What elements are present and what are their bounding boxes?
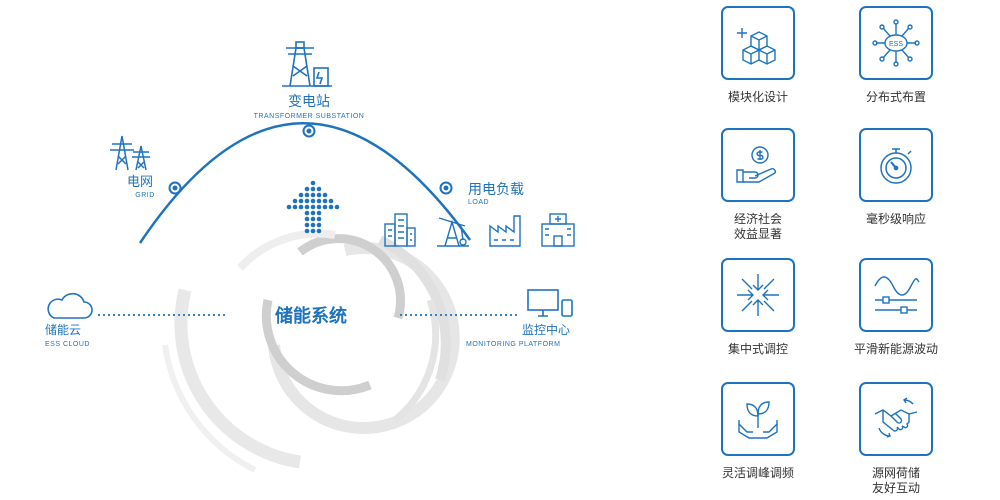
handshake-icon [874,397,918,438]
arrow-dot [310,222,316,228]
arrow-dot [292,204,298,210]
grid-label-en: GRID [135,192,155,199]
arrow-dot [304,186,310,192]
center-label: 储能系统 [274,305,347,327]
arrow-dot [298,192,304,198]
arrow-dot [286,204,292,210]
arrow-dot [310,186,316,192]
arrow-dot [304,228,310,234]
feature-tile-box [859,128,933,202]
feature-tile-distributed[interactable]: ESS 分布式布置 [831,6,961,105]
arrow-dot [304,210,310,216]
arrow-dot [310,228,316,234]
factory-icon [489,215,521,247]
feature-label: 分布式布置 [865,90,926,104]
feature-tile-box [721,258,795,332]
arrow-dot [298,204,304,210]
energy-storage-diagram: 变电站 TRANSFORMER SUBSTATION 电网 GRID 用电负载 … [45,41,575,473]
feature-label: 平滑新能源波动 [853,342,938,356]
arrow-dot [310,180,316,186]
arrow-dot [304,222,310,228]
arrow-dot [316,210,322,216]
arrow-dot [310,198,316,204]
stopwatch-icon [880,148,912,184]
arrow-dot [298,198,304,204]
arrow-dot [322,192,328,198]
arc-node-load[interactable] [439,181,453,195]
centralized-arrows-icon [737,274,779,316]
feature-tile-peak-shaving[interactable]: 灵活调峰调频 [693,382,823,481]
load-label-zh: 用电负载 [468,182,524,198]
modular-cubes-icon [737,28,776,65]
arrow-dot [316,198,322,204]
feature-tile-box [721,6,795,80]
arrow-dot [316,222,322,228]
arrow-dot [322,198,328,204]
monitor-label-zh: 监控中心 [522,322,570,337]
feature-tile-modular[interactable]: 模块化设计 [693,6,823,105]
dotted-up-arrow-icon [286,180,340,234]
feature-label: 模块化设计 [727,90,788,104]
substation-label-en: TRANSFORMER SUBSTATION [254,113,365,120]
cloud-label-zh: 储能云 [45,322,81,337]
city-buildings-icon [384,213,416,247]
arrow-dot [322,204,328,210]
cloud-icon [47,292,93,319]
feature-tile-centralized[interactable]: 集中式调控 [693,258,823,357]
feature-tile-box [721,382,795,456]
wave-slider-icon [874,276,920,314]
arrow-dot [310,192,316,198]
concentric-rings [162,229,460,473]
feature-label: 经济社会效益显著 [733,212,782,241]
distributed-ess-icon: ESS [872,19,920,67]
grid-label-zh: 电网 [127,175,153,190]
substation-label-zh: 变电站 [288,94,330,110]
arrow-dot [316,192,322,198]
oil-pump-icon [437,217,469,247]
arrow-dot [304,192,310,198]
feature-tile-box [721,128,795,202]
feature-tile-economic[interactable]: 经济社会效益显著 [693,128,823,242]
arrow-dot [334,204,340,210]
arrow-dot [328,204,334,210]
arrow-dot [304,204,310,210]
arrow-dot [310,216,316,222]
hospital-icon [541,213,575,247]
monitor-phone-icon [527,289,573,317]
money-hand-icon [736,146,776,183]
load-label-en: LOAD [468,199,489,206]
arrow-dot [304,216,310,222]
feature-label: 灵活调峰调频 [721,466,794,480]
arrow-dot [316,228,322,234]
feature-tile-millisecond[interactable]: 毫秒级响应 [831,128,961,227]
arc-node-substation[interactable] [302,124,316,138]
feature-tile-box [859,258,933,332]
arrow-dot [310,210,316,216]
cloud-label-en: ESS CLOUD [45,341,90,348]
feature-label: 源网荷储友好互动 [871,466,920,495]
feature-label: 集中式调控 [727,342,788,356]
feature-label: 毫秒级响应 [865,212,926,226]
arrow-dot [316,186,322,192]
arc-node-grid[interactable] [168,181,182,195]
arrow-dot [310,204,316,210]
svg-text:ESS: ESS [889,41,903,48]
feature-tile-box: ESS [859,6,933,80]
monitor-label-en: MONITORING PLATFORM [466,341,560,348]
arrow-dot [316,204,322,210]
power-pylon-icon [110,135,150,171]
arrow-dot [316,216,322,222]
arrow-dot [304,198,310,204]
connection-arc [138,122,472,244]
arrow-dot [328,198,334,204]
feature-tile-interaction[interactable]: 源网荷储友好互动 [831,382,961,496]
feature-tile-box [859,382,933,456]
feature-tile-smoothing[interactable]: 平滑新能源波动 [831,258,961,357]
plant-hands-icon [738,401,778,439]
arrow-dot [292,198,298,204]
substation-tower-icon [282,41,332,87]
